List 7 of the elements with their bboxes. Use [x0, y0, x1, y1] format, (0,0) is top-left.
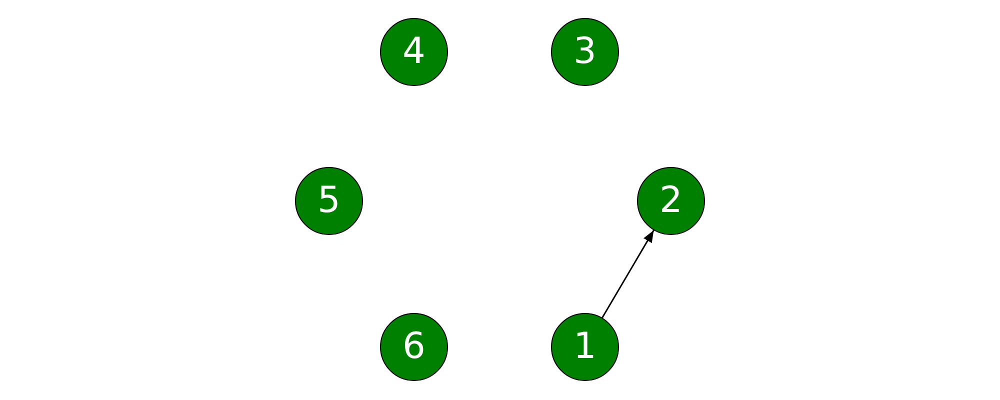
node-label: 3: [574, 34, 596, 70]
node-label: 4: [402, 34, 426, 70]
arrow: [602, 230, 654, 318]
node-label: 1: [574, 329, 596, 365]
node-label: 5: [318, 183, 340, 219]
node-label: 2: [660, 183, 682, 219]
node-label: 6: [402, 329, 426, 365]
